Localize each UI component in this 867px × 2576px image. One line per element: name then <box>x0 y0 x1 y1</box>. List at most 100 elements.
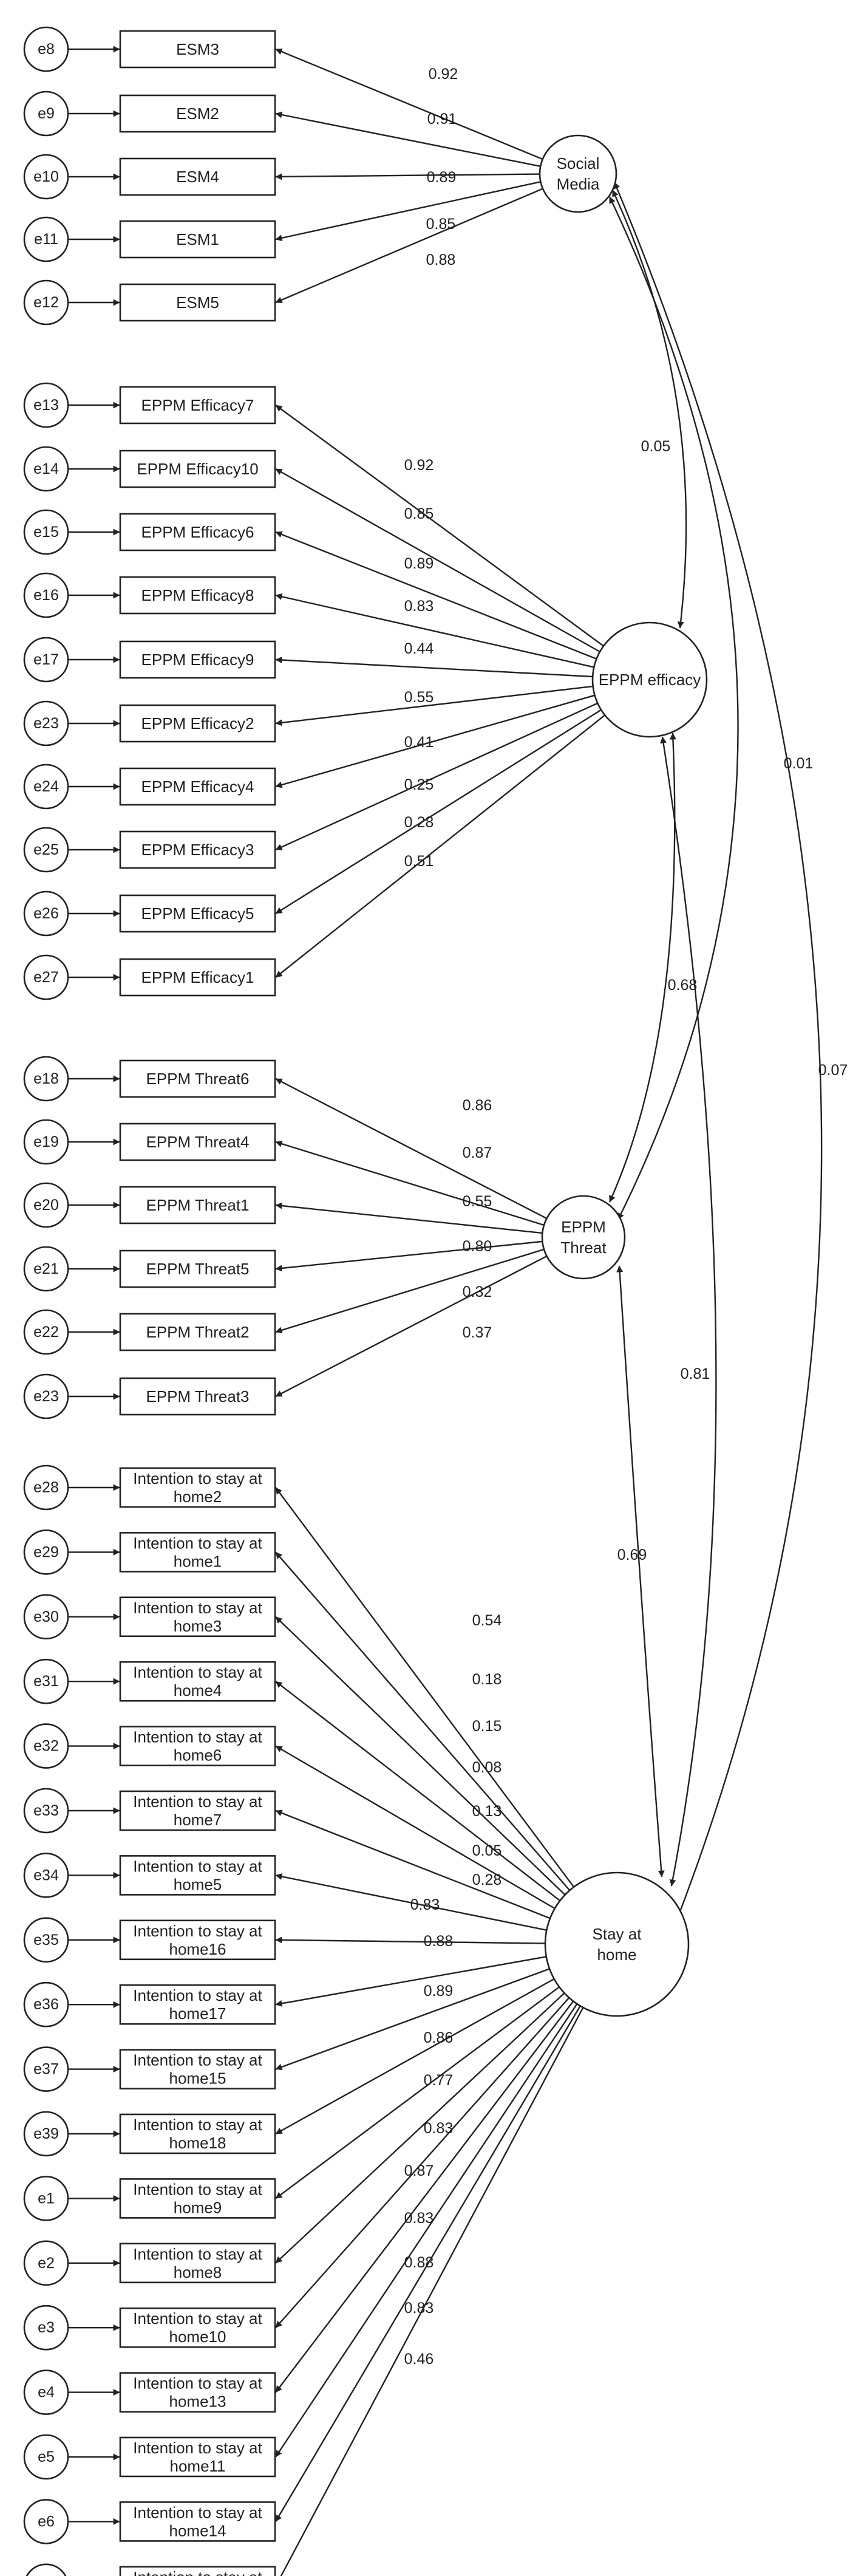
error-term: e3 <box>23 2304 69 2351</box>
indicator-label: home10 <box>169 2328 226 2346</box>
indicator-rect <box>119 2372 276 2413</box>
error-term: e13 <box>23 382 69 428</box>
indicator-row: e8 ESM3 <box>23 26 276 72</box>
error-label: e13 <box>33 397 59 414</box>
indicator-label: Intention to stay at <box>133 1469 262 1488</box>
error-term: e21 <box>23 1246 69 1292</box>
loading-arrow <box>275 405 604 647</box>
error-term: e19 <box>23 1119 69 1165</box>
loading-arrow <box>275 1968 550 2071</box>
error-label: e27 <box>33 969 59 986</box>
loading-arrow <box>275 188 543 304</box>
error-label: e26 <box>33 905 59 922</box>
latent-label: EPPM efficacy <box>599 671 701 689</box>
correlation-label: 0.07 <box>818 1062 848 1079</box>
loading-label: 0.80 <box>463 1238 492 1255</box>
error-term: e37 <box>23 2046 69 2092</box>
indicator-rect <box>119 1186 276 1225</box>
loading-label: 0.46 <box>404 2351 434 2368</box>
indicator-label: EPPM Efficacy9 <box>141 651 254 669</box>
latent-circle <box>544 1871 690 2017</box>
error-term: e39 <box>23 2111 69 2157</box>
loading-arrow <box>275 702 598 851</box>
error-term: e17 <box>23 637 69 683</box>
error-term: e33 <box>23 1788 69 1834</box>
error-label: e9 <box>38 105 55 122</box>
indicator-rect <box>119 704 276 743</box>
error-term: e5 <box>23 2434 69 2480</box>
indicator-box: Intention to stay athome12 <box>119 2566 276 2576</box>
error-term: e8 <box>23 26 69 72</box>
error-label: e37 <box>33 2061 59 2078</box>
loading-arrow <box>275 714 606 978</box>
indicator-rect <box>119 767 276 806</box>
indicator-box: ESM3 <box>119 30 276 69</box>
indicator-box: EPPM Efficacy1 <box>119 958 276 997</box>
error-label: e12 <box>33 294 59 311</box>
indicator-rect <box>119 2436 276 2478</box>
loading-arrow <box>275 1681 561 1902</box>
error-term: e34 <box>23 1853 69 1898</box>
indicator-rect <box>119 2566 276 2576</box>
error-circle <box>23 509 69 555</box>
loading-label: 0.55 <box>463 1193 492 1210</box>
indicator-label: home15 <box>169 2069 226 2088</box>
error-circle <box>23 2369 69 2415</box>
indicator-label: EPPM Efficacy10 <box>137 460 258 478</box>
loading-label: 0.15 <box>472 1718 502 1735</box>
indicator-label: ESM5 <box>176 293 219 312</box>
loading-label: 0.83 <box>404 2210 434 2227</box>
loading-arrow <box>275 1986 560 2199</box>
indicator-label: home9 <box>174 2198 222 2216</box>
indicator-label: EPPM Efficacy4 <box>141 777 254 796</box>
indicator-label: Intention to stay at <box>133 1663 262 1681</box>
indicator-label: EPPM Threat5 <box>146 1260 249 1278</box>
indicator-rect <box>119 1313 276 1351</box>
loading-label: 0.41 <box>404 734 434 751</box>
error-label: e18 <box>33 1070 59 1087</box>
loading-label: 0.55 <box>404 689 434 706</box>
error-circle <box>23 700 69 746</box>
correlation-arc <box>660 736 717 1887</box>
error-term: e15 <box>23 509 69 555</box>
indicator-rect <box>119 958 276 997</box>
indicator-label: EPPM Efficacy1 <box>141 968 254 986</box>
indicator-label: Intention to stay at <box>133 1922 262 1940</box>
error-circle <box>23 91 69 137</box>
loading-arrow <box>275 1616 566 1896</box>
indicator-box: EPPM Threat2 <box>119 1313 276 1351</box>
error-circle <box>23 216 69 262</box>
loading-label: 0.08 <box>472 1759 502 1776</box>
error-circle <box>23 2499 69 2544</box>
error-circle <box>25 2563 67 2576</box>
indicator-box: EPPM Efficacy7 <box>119 386 276 425</box>
indicator-label: EPPM Threat1 <box>146 1196 249 1214</box>
error-label: e32 <box>33 1738 59 1755</box>
indicator-label: EPPM Threat4 <box>146 1133 249 1151</box>
indicator-label: home7 <box>174 1811 222 1829</box>
error-circle <box>23 2304 69 2351</box>
indicator-label: Intention to stay at <box>133 1857 262 1875</box>
indicator-box: EPPM Threat3 <box>119 1377 276 1416</box>
loading-arrow <box>275 1978 555 2135</box>
error-circle <box>23 1182 69 1228</box>
error-term: e18 <box>23 1056 69 1102</box>
indicator-box: EPPM Efficacy10 <box>119 449 276 488</box>
loading-arrow <box>275 1997 570 2328</box>
error-label: e4 <box>38 2384 55 2401</box>
error-label: e17 <box>33 651 59 668</box>
indicator-label: home3 <box>174 1617 222 1635</box>
indicator-rect <box>119 894 276 933</box>
indicator-rect <box>119 283 276 322</box>
indicator-label: EPPM Threat2 <box>146 1323 249 1341</box>
correlation-arc <box>608 733 676 1203</box>
indicator-label: home16 <box>169 1940 226 1958</box>
